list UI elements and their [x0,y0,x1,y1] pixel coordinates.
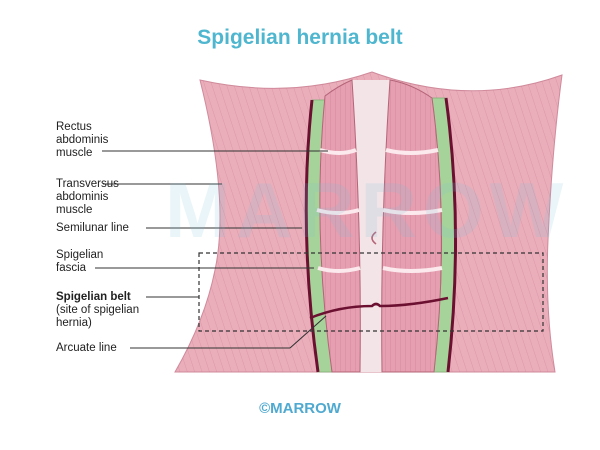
linea-alba [352,80,390,372]
arcuate-line-shape [309,296,449,320]
leader-lines [95,150,328,349]
label-rectus-abdominis: Rectus abdominis muscle [56,121,109,159]
watermark-text: MARROW [165,166,570,254]
label-spigelian-belt: Spigelian belt (site of spigelian hernia… [56,291,140,329]
rectus-abdominis-left [316,79,361,373]
diagram-title: Spigelian hernia belt [197,26,403,49]
umbilicus [371,231,377,245]
rectus-abdominis-right [381,79,443,373]
semilunar-line-left [304,99,320,373]
spigelian-belt-box [198,252,544,332]
label-semilunar-line: Semilunar line [56,222,129,234]
label-arcuate-line: Arcuate line [56,342,117,354]
copyright-mark: ©MARROW [259,400,341,417]
label-transversus-abdominis: Transversus abdominis muscle [56,178,119,216]
label-spigelian-fascia: Spigelian fascia [56,249,104,274]
semilunar-line-right [444,97,458,373]
